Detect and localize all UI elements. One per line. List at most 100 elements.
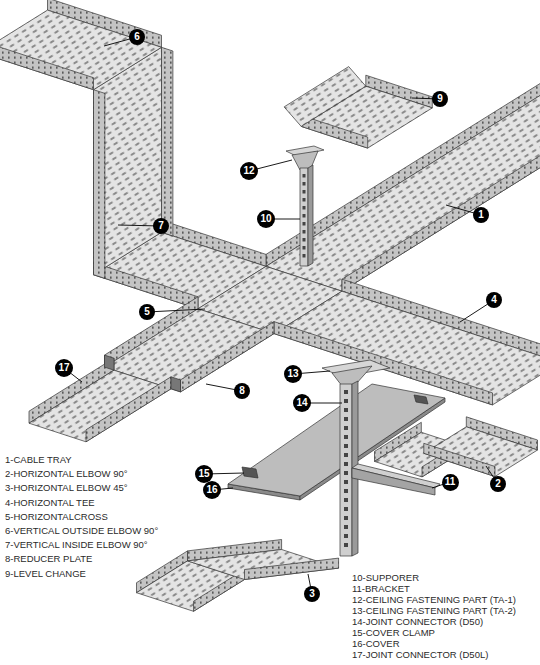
connector-hole bbox=[344, 534, 348, 538]
callout-circle: 8 bbox=[234, 383, 250, 399]
illustration bbox=[0, 0, 540, 611]
part-name: 17-JOINT CONNECTOR (D50L) bbox=[352, 650, 488, 660]
connector-hole bbox=[344, 489, 348, 493]
callout-number: 8 bbox=[239, 386, 245, 396]
reducer-plate bbox=[105, 355, 115, 370]
callout-circle: 9 bbox=[432, 91, 448, 107]
vertical-riser-wall bbox=[162, 47, 173, 236]
connector-hole bbox=[344, 390, 348, 394]
supporter-hole bbox=[303, 182, 306, 186]
callout-number: 13 bbox=[287, 369, 298, 379]
vertical-outside-elbow-floor bbox=[0, 10, 162, 90]
connector-hole bbox=[344, 543, 348, 547]
supporter-hole bbox=[303, 206, 306, 210]
supporter-hole bbox=[303, 198, 306, 202]
callout-circle: 6 bbox=[129, 29, 145, 45]
part-name: 4-HORIZONTAL TEE bbox=[5, 498, 95, 508]
part-name: 13-CEILING FASTENING PART (TA-2) bbox=[352, 606, 516, 616]
cable-tray-wall bbox=[342, 104, 540, 291]
ceiling-fastener bbox=[332, 366, 372, 386]
callout-number: 6 bbox=[134, 32, 140, 42]
callout-number: 4 bbox=[491, 295, 497, 305]
part-name: 6-VERTICAL OUTSIDE ELBOW 90° bbox=[5, 526, 158, 536]
ceiling-fastener bbox=[292, 151, 318, 170]
connector-hole bbox=[344, 399, 348, 403]
callout-circle: 12 bbox=[240, 162, 258, 180]
connector-hole bbox=[344, 480, 348, 484]
horizontal-elbow-45-floor bbox=[188, 550, 339, 580]
supporter-hole bbox=[303, 222, 306, 226]
supporter bbox=[308, 165, 313, 266]
part-name: 1-CABLE TRAY bbox=[5, 455, 72, 465]
cover-clamp bbox=[414, 395, 428, 404]
part-name: 8-REDUCER PLATE bbox=[5, 554, 92, 564]
supporter bbox=[300, 168, 308, 266]
supporter-hole bbox=[303, 254, 306, 258]
callout-number: 2 bbox=[495, 479, 501, 489]
leader-lines bbox=[64, 37, 498, 594]
callout-circle: 2 bbox=[490, 476, 506, 492]
connector-hole bbox=[344, 462, 348, 466]
vertical-riser-wall bbox=[94, 90, 105, 279]
horizontal-elbow-45-wall bbox=[245, 558, 339, 579]
callout-number: 17 bbox=[58, 363, 69, 373]
reducer-plate bbox=[171, 377, 181, 392]
part-name: 7-VERTICAL INSIDE ELBOW 90° bbox=[5, 540, 148, 550]
part-name: 3-HORIZONTAL ELBOW 45° bbox=[5, 483, 128, 493]
supporter-hole bbox=[303, 238, 306, 242]
callout-circle: 4 bbox=[486, 292, 502, 308]
joint-connector bbox=[340, 384, 352, 556]
horizontal-tee-floor bbox=[274, 291, 540, 405]
callout-number: 7 bbox=[158, 221, 164, 231]
supporter-hole bbox=[303, 246, 306, 250]
supporter-hole bbox=[303, 230, 306, 234]
part-name: 9-LEVEL CHANGE bbox=[5, 569, 86, 579]
callout-circle: 5 bbox=[139, 304, 155, 320]
part-name: 5-HORIZONTALCROSS bbox=[5, 512, 108, 522]
cable-tray-floor bbox=[266, 92, 540, 292]
callout-circle: 16 bbox=[203, 481, 221, 499]
callout-number: 15 bbox=[198, 469, 209, 479]
tray-branch-wall bbox=[94, 263, 199, 309]
connector-hole bbox=[344, 498, 348, 502]
callout-number: 10 bbox=[260, 214, 271, 224]
connector-hole bbox=[344, 444, 348, 448]
part-name: 16-COVER bbox=[352, 639, 400, 649]
supporter-hole bbox=[303, 174, 306, 178]
horizontal-elbow-90-wall bbox=[424, 443, 495, 476]
connector-hole bbox=[344, 453, 348, 457]
leader-line bbox=[147, 309, 205, 312]
connector-hole bbox=[344, 435, 348, 439]
part-name: 11-BRACKET bbox=[352, 584, 410, 594]
connector-hole bbox=[344, 516, 348, 520]
cable-tray-wall bbox=[181, 322, 275, 392]
callout-circle: 10 bbox=[257, 210, 275, 228]
connector-hole bbox=[344, 507, 348, 511]
connector-hole bbox=[344, 408, 348, 412]
horizontal-elbow-90-floor bbox=[424, 427, 538, 477]
callout-number: 3 bbox=[309, 589, 315, 599]
callout-number: 14 bbox=[296, 398, 307, 408]
callout-number: 12 bbox=[243, 166, 254, 176]
part-name: 10-SUPPORER bbox=[352, 573, 419, 583]
part-name: 15-COVER CLAMP bbox=[352, 628, 435, 638]
level-change-ramp bbox=[284, 67, 366, 127]
callout-number: 1 bbox=[478, 210, 484, 220]
cover-clamp bbox=[242, 467, 258, 478]
callout-number: 11 bbox=[445, 477, 456, 487]
callout-circle: 3 bbox=[304, 586, 320, 602]
callout-number: 5 bbox=[144, 307, 150, 317]
callout-circle: 7 bbox=[153, 218, 169, 234]
connector-hole bbox=[344, 525, 348, 529]
connector-hole bbox=[344, 417, 348, 421]
callout-number: 16 bbox=[206, 485, 217, 495]
part-name: 14-JOINT CONNECTOR (D50) bbox=[352, 617, 483, 627]
vertical-outside-elbow-wall bbox=[0, 41, 94, 90]
connector-hole bbox=[344, 471, 348, 475]
callout-circle: 1 bbox=[473, 207, 489, 223]
part-name: 2-HORIZONTAL ELBOW 90° bbox=[5, 469, 128, 479]
callout-circle: 17 bbox=[55, 359, 73, 377]
